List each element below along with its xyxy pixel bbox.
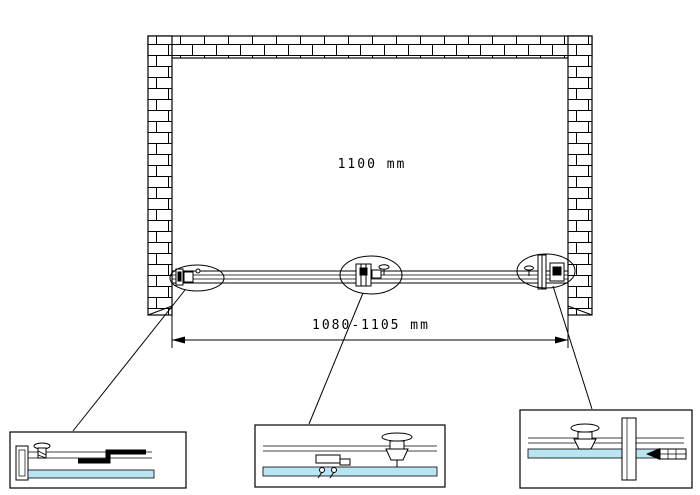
- roller-cap-icon: [381, 432, 413, 442]
- leader-line-middle: [308, 292, 364, 425]
- leader-line-left: [72, 289, 186, 432]
- right-roller-hardware: [524, 254, 565, 290]
- detail-box-wall-profile: [9, 431, 187, 489]
- brick-wall-right: [567, 35, 593, 316]
- leader-lines: [72, 285, 593, 432]
- opening-outline: [171, 57, 569, 348]
- wall-profile: [621, 417, 637, 481]
- detail-circle-right: [516, 253, 576, 289]
- roller-wheel-icon: [385, 448, 409, 461]
- opening-width-label: 1100 mm: [338, 157, 407, 172]
- brick-wall: [147, 35, 593, 316]
- detail-circles: [169, 253, 576, 295]
- detail-circle-middle: [339, 255, 403, 295]
- bracket-profile-icon: [78, 449, 146, 464]
- detail-circle-left: [169, 264, 225, 292]
- dimension-arrow-right: [555, 336, 568, 344]
- middle-roller-hardware: [355, 263, 390, 287]
- dimension: 1080-1105 mm: [172, 318, 568, 344]
- adjustment-range-label: 1080-1105 mm: [312, 318, 430, 333]
- roller-cap-icon: [570, 423, 600, 433]
- wall-break-right: [567, 305, 593, 316]
- detail-box-top-roller: [519, 409, 693, 489]
- roller-wheel-icon: [573, 438, 597, 450]
- brick-wall-left: [147, 35, 173, 316]
- dimension-arrow-left: [172, 336, 185, 344]
- brick-wall-top: [147, 35, 593, 59]
- leader-line-right: [552, 285, 593, 410]
- screw-icon: [319, 467, 325, 473]
- wall-mount-hardware: [175, 268, 201, 286]
- adjustment-arrow-icon: [646, 448, 660, 460]
- wall-break-left: [147, 305, 173, 316]
- detail-box-bottom-roller: [254, 424, 446, 488]
- glass-panel: [27, 469, 155, 479]
- glass-panel: [262, 466, 438, 477]
- screw-icon: [331, 467, 337, 473]
